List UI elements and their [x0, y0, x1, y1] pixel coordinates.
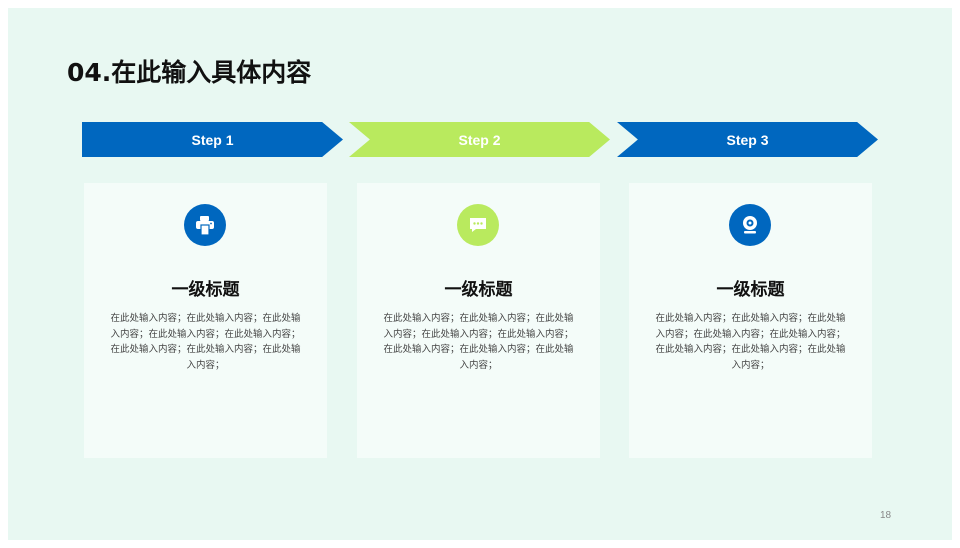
step-label: Step 3: [726, 131, 769, 148]
page-title: 04.在此输入具体内容: [67, 58, 312, 87]
step-3-arrow: Step 3: [617, 122, 878, 157]
page-number: 18: [880, 510, 892, 521]
card-body-text: 在此处输入内容；在此处输入内容；在此处输入内容；在此处输入内容；在此处输入内容；…: [655, 313, 846, 371]
step-card-2: 一级标题 在此处输入内容；在此处输入内容；在此处输入内容；在此处输入内容；在此处…: [357, 183, 600, 458]
step-card-3: 一级标题 在此处输入内容；在此处输入内容；在此处输入内容；在此处输入内容；在此处…: [629, 183, 872, 458]
step-1-arrow: Step 1: [82, 122, 343, 157]
webcam-icon: [729, 204, 771, 246]
card-heading: 一级标题: [716, 280, 785, 300]
step-label: Step 2: [458, 131, 501, 148]
step-card-1: 一级标题 在此处输入内容；在此处输入内容；在此处输入内容；在此处输入内容；在此处…: [84, 183, 327, 458]
step-label: Step 1: [191, 131, 234, 148]
card-body-text: 在此处输入内容；在此处输入内容；在此处输入内容；在此处输入内容；在此处输入内容；…: [383, 313, 574, 371]
card-heading: 一级标题: [171, 280, 240, 300]
chat-icon: [457, 204, 499, 246]
card-heading: 一级标题: [444, 280, 513, 300]
card-body-text: 在此处输入内容；在此处输入内容；在此处输入内容；在此处输入内容；在此处输入内容；…: [110, 313, 301, 371]
printer-icon: [184, 204, 226, 246]
step-2-arrow: Step 2: [349, 122, 610, 157]
